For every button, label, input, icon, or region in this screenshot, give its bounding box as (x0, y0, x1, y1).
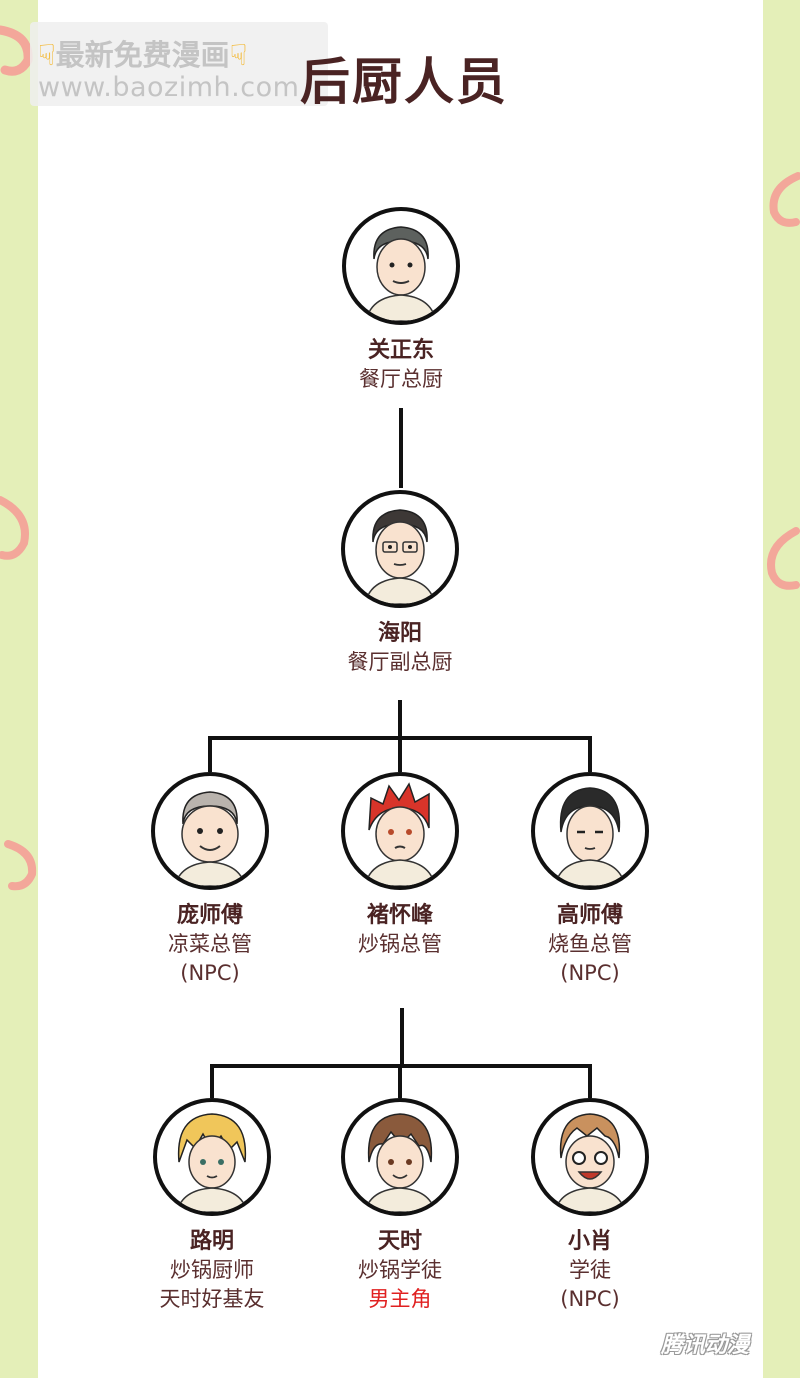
watermark: ☟最新免费漫画☟ www.baozimh.com (30, 22, 328, 106)
staff-name: 天时 (377, 1229, 422, 1254)
staff-role: 炒锅总管 (358, 932, 442, 956)
staff-role: 炒锅学徒 (358, 1258, 442, 1282)
avatar (341, 1098, 459, 1216)
staff-node-xiao-xiao: 小肖 学徒 (NPC) (490, 1098, 690, 1314)
staff-note: (NPC) (560, 961, 620, 985)
page-title: 后厨人员 (300, 53, 508, 111)
staff-name: 关正东 (367, 338, 434, 363)
staff-role: 餐厅副总厨 (347, 650, 453, 674)
publisher-logo: 腾讯动漫 (661, 1333, 750, 1358)
shrimp-decoration-icon (4, 840, 37, 891)
avatar (153, 1098, 271, 1216)
staff-note: (NPC) (180, 961, 240, 985)
staff-node-guan-zhengdong: 关正东 餐厅总厨 (301, 207, 501, 394)
staff-role: 凉菜总管 (168, 932, 252, 956)
staff-node-lu-ming: 路明 炒锅厨师 天时好基友 (112, 1098, 312, 1314)
staff-role: 餐厅总厨 (359, 367, 443, 391)
avatar (341, 772, 459, 890)
watermark-line1: ☟最新免费漫画☟ (38, 38, 248, 72)
staff-note: 天时好基友 (159, 1287, 265, 1311)
staff-node-hai-yang: 海阳 餐厅副总厨 (300, 490, 500, 677)
shrimp-decoration-icon (0, 496, 29, 560)
staff-node-chu-huaifeng: 褚怀峰 炒锅总管 (300, 772, 500, 959)
staff-name: 褚怀峰 (366, 903, 433, 928)
staff-name: 庞师傅 (176, 903, 243, 928)
avatar (342, 207, 460, 325)
staff-name: 路明 (189, 1229, 234, 1254)
staff-name: 海阳 (377, 621, 422, 646)
staff-node-pang: 庞师傅 凉菜总管 (NPC) (110, 772, 310, 988)
avatar (341, 490, 459, 608)
staff-node-gao: 高师傅 烧鱼总管 (NPC) (490, 772, 690, 988)
pointing-down-hand-icon: ☟ (229, 38, 248, 72)
protagonist-label: 男主角 (368, 1287, 432, 1311)
staff-name: 高师傅 (556, 903, 623, 928)
pointing-down-hand-icon: ☟ (38, 38, 56, 72)
shrimp-decoration-icon (769, 172, 800, 227)
staff-role: 学徒 (569, 1258, 611, 1282)
staff-role: 烧鱼总管 (548, 932, 632, 956)
shrimp-decoration-icon (0, 25, 33, 76)
staff-role: 炒锅厨师 (170, 1258, 254, 1282)
watermark-line2: www.baozimh.com (38, 72, 300, 103)
avatar (151, 772, 269, 890)
staff-node-tian-shi: 天时 炒锅学徒 男主角 (300, 1098, 500, 1314)
shrimp-decoration-icon (767, 527, 800, 590)
avatar (531, 772, 649, 890)
staff-note: (NPC) (560, 1287, 620, 1311)
avatar (531, 1098, 649, 1216)
staff-name: 小肖 (567, 1229, 612, 1254)
